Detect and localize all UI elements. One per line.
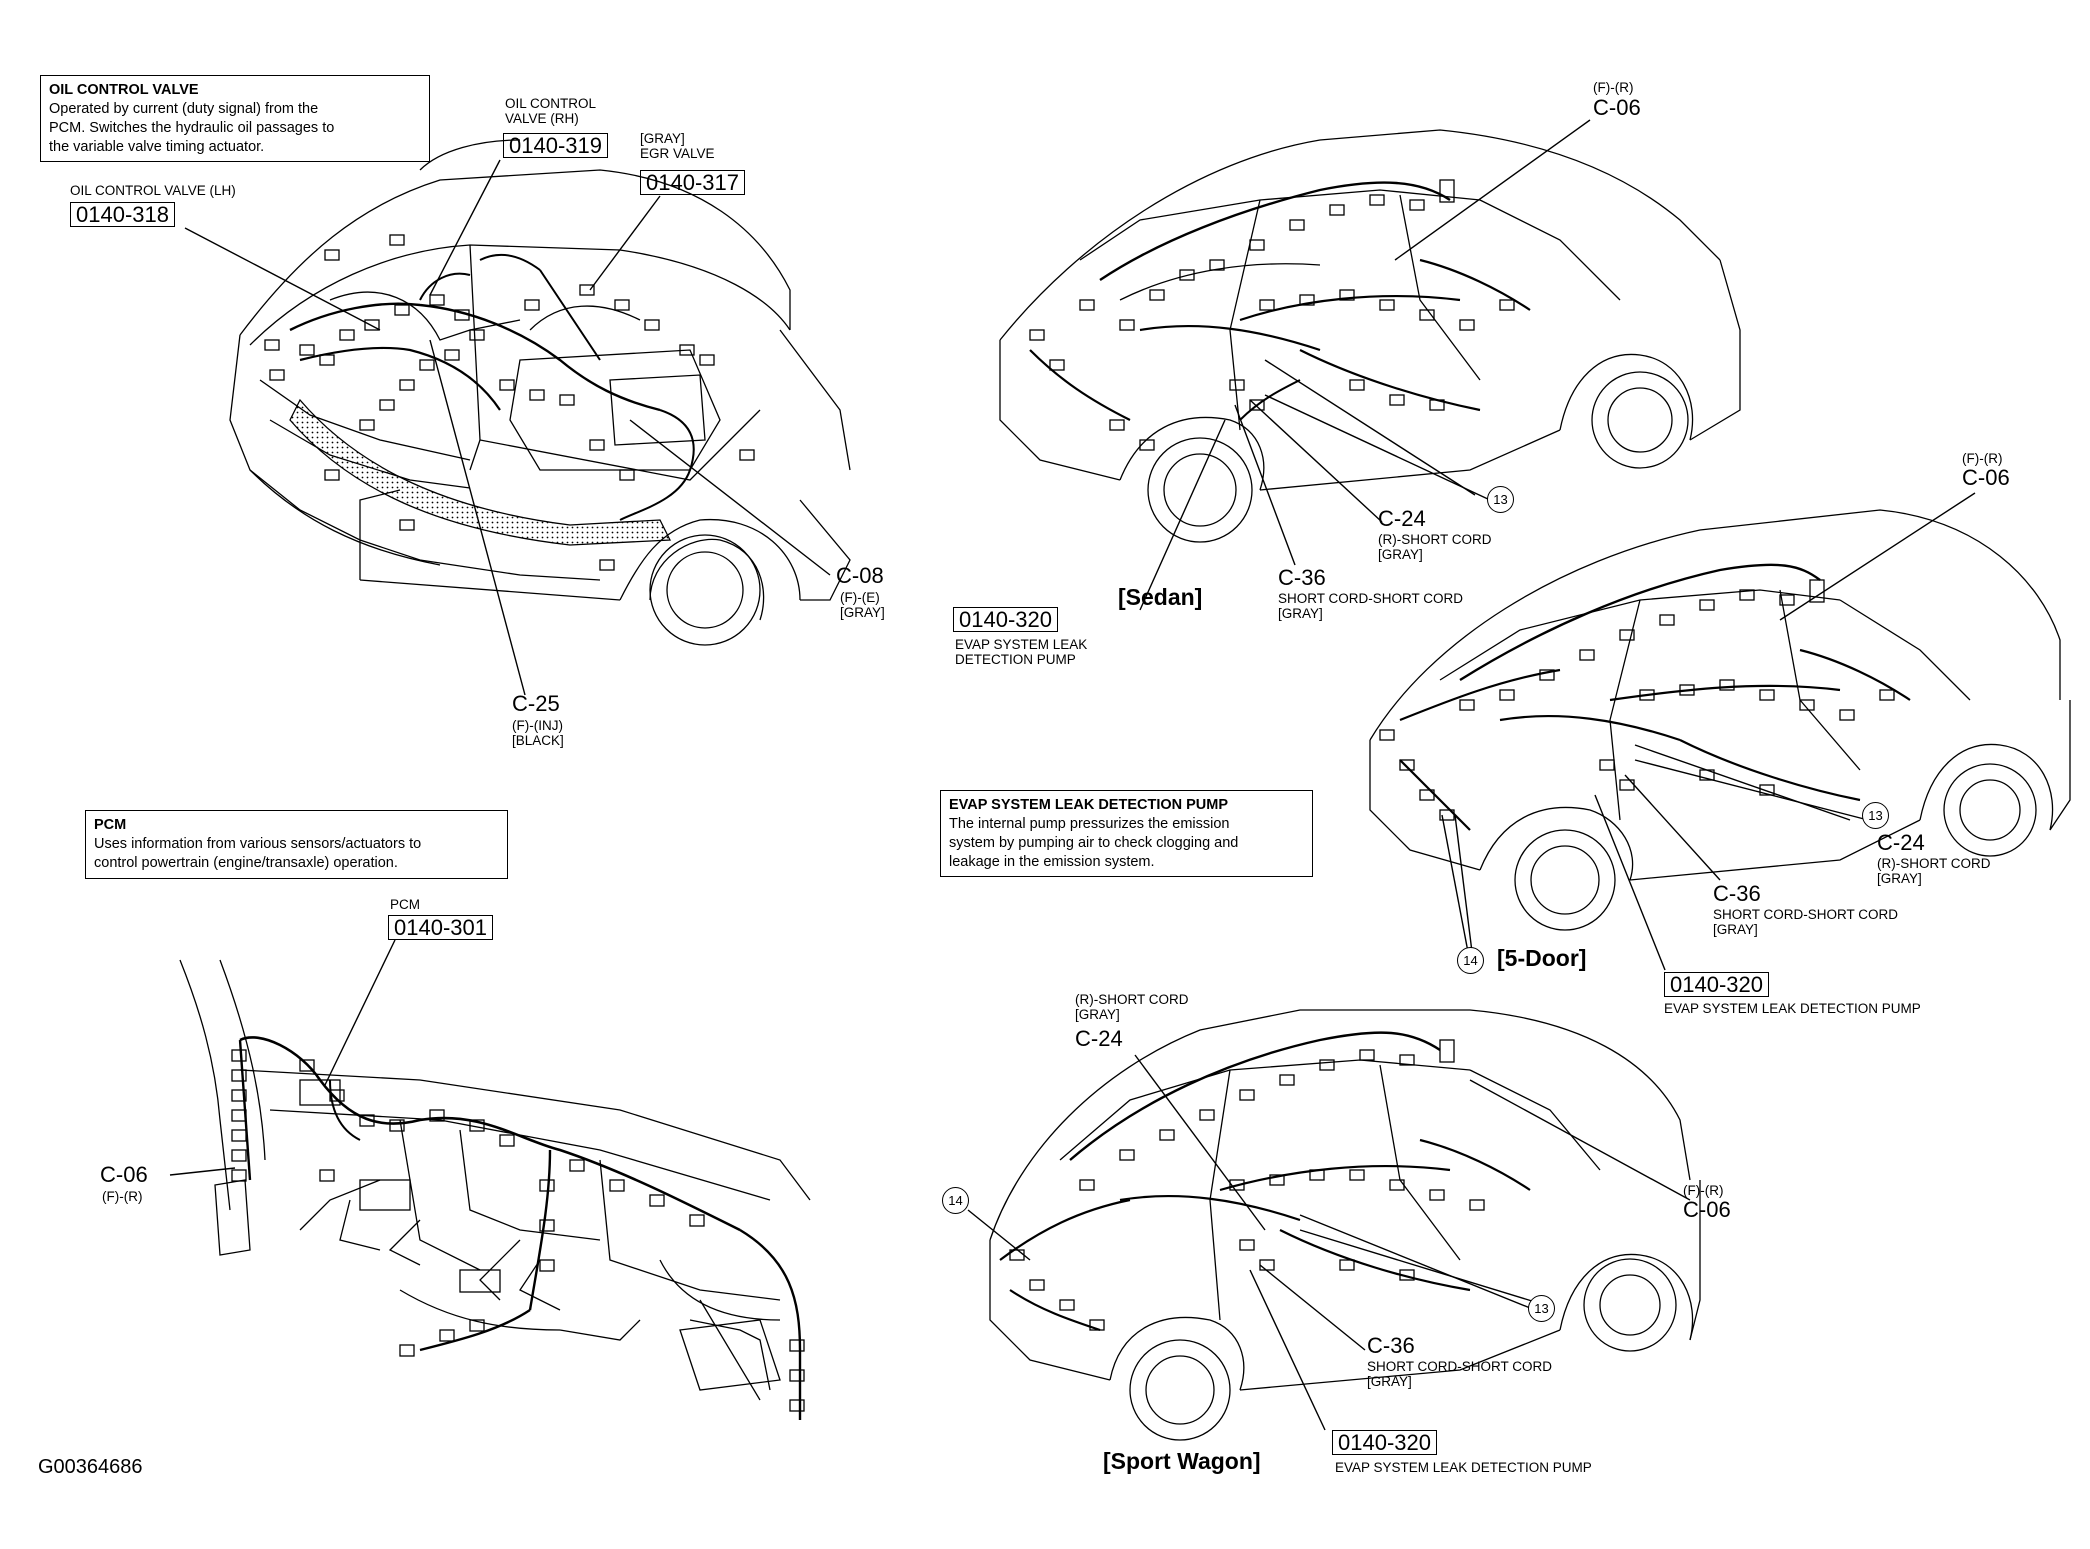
connector-c25-spec-line: [BLACK]: [512, 733, 564, 749]
five-door-label: [5-Door]: [1497, 945, 1587, 971]
connector-c25-id: C-25: [512, 691, 560, 716]
five-door-callout-14: 14: [1457, 947, 1484, 974]
dashboard-drawing: [179, 959, 811, 1420]
leader-lines: [169, 119, 1976, 1431]
dash-connector-c06-id: C-06: [100, 1162, 148, 1187]
dash-connector-c06-spec: (F)-(R): [102, 1189, 143, 1204]
ocv-rh-description-line: OIL CONTROL: [505, 96, 597, 111]
wagon-evap-code: 0140-320: [1332, 1430, 1437, 1456]
connector-c25-spec-line: (F)-(INJ): [512, 718, 563, 733]
oil-control-valve-info-line: PCM. Switches the hydraulic oil passages…: [49, 119, 335, 136]
sedan-evap-description: EVAP SYSTEM LEAK DETECTION PUMP: [955, 637, 1087, 667]
sedan-c36-spec-line: SHORT CORD-SHORT CORD: [1278, 591, 1464, 606]
five-door-c06-id: C-06: [1962, 465, 2010, 490]
ocv-lh-description: OIL CONTROL VALVE (LH): [70, 183, 236, 198]
evap-info-title: EVAP SYSTEM LEAK DETECTION PUMP: [949, 797, 1229, 813]
five-door-c36-spec-line: [GRAY]: [1713, 922, 1758, 938]
wagon-c06-id: C-06: [1683, 1197, 1731, 1222]
wagon-c36-spec-line: SHORT CORD-SHORT CORD: [1367, 1359, 1553, 1374]
connector-c08-spec-line: (F)-(E): [840, 590, 880, 605]
wagon-c36-spec-line: [GRAY]: [1367, 1374, 1412, 1390]
sedan-c36-spec-line: [GRAY]: [1278, 606, 1323, 622]
egr-valve-description: [GRAY] EGR VALVE: [640, 131, 715, 161]
wagon-label: [Sport Wagon]: [1103, 1448, 1261, 1474]
five-door-c36-spec-line: SHORT CORD-SHORT CORD: [1713, 907, 1899, 922]
engine-compartment-drawing: [229, 139, 851, 646]
sedan-c06-id: C-06: [1593, 95, 1641, 120]
pcm-info-box: PCM Uses information from various sensor…: [85, 810, 508, 879]
wagon-c24-spec: (R)-SHORT CORD [GRAY]: [1075, 992, 1189, 1022]
ocv-rh-code: 0140-319: [503, 133, 608, 159]
sedan-c24-spec: (R)-SHORT CORD [GRAY]: [1378, 532, 1492, 562]
pcm-info-title: PCM: [94, 817, 127, 833]
wagon-c24-spec-line: [GRAY]: [1075, 1007, 1120, 1023]
sedan-evap-description-line: DETECTION PUMP: [955, 652, 1076, 668]
five-door-drawing: [1369, 509, 2071, 931]
ocv-rh-description-line: VALVE (RH): [505, 111, 579, 127]
oil-control-valve-info-line: Operated by current (duty signal) from t…: [49, 100, 319, 117]
sedan-evap-code: 0140-320: [953, 607, 1058, 633]
oil-control-valve-info-title: OIL CONTROL VALVE: [49, 82, 199, 98]
five-door-c24-spec-line: (R)-SHORT CORD: [1877, 856, 1991, 871]
sedan-label: [Sedan]: [1118, 584, 1203, 610]
sport-wagon-drawing: [989, 1009, 1701, 1441]
five-door-c36-id: C-36: [1713, 881, 1761, 906]
wagon-c24-id: C-24: [1075, 1026, 1123, 1051]
oil-control-valve-info-line: the variable valve timing actuator.: [49, 138, 265, 155]
ocv-lh-code: 0140-318: [70, 202, 175, 228]
evap-info-line: The internal pump pressurizes the emissi…: [949, 815, 1230, 832]
five-door-c24-id: C-24: [1877, 830, 1925, 855]
egr-valve-description-line: EGR VALVE: [640, 146, 715, 162]
egr-valve-code: 0140-317: [640, 170, 745, 196]
connector-c08-spec-line: [GRAY]: [840, 605, 885, 621]
five-door-evap-description: EVAP SYSTEM LEAK DETECTION PUMP: [1664, 1001, 1921, 1016]
pcm-description: PCM: [390, 897, 420, 912]
five-door-c36-spec: SHORT CORD-SHORT CORD [GRAY]: [1713, 907, 1898, 937]
wagon-callout-14: 14: [942, 1187, 969, 1214]
evap-info-line: system by pumping air to check clogging …: [949, 834, 1239, 851]
ocv-rh-description: OIL CONTROL VALVE (RH): [505, 96, 596, 126]
sedan-c24-spec-line: (R)-SHORT CORD: [1378, 532, 1492, 547]
wagon-c06-spec: (F)-(R): [1683, 1183, 1724, 1198]
five-door-evap-code: 0140-320: [1664, 972, 1769, 998]
connector-c08-id: C-08: [836, 563, 884, 588]
five-door-c06-spec: (F)-(R): [1962, 451, 2003, 466]
wagon-c36-id: C-36: [1367, 1333, 1415, 1358]
connector-c25-spec: (F)-(INJ) [BLACK]: [512, 718, 564, 748]
five-door-callout-13: 13: [1862, 802, 1889, 829]
oil-control-valve-info-box: OIL CONTROL VALVE Operated by current (d…: [40, 75, 430, 163]
sedan-c24-id: C-24: [1378, 506, 1426, 531]
sedan-c06-spec: (F)-(R): [1593, 80, 1634, 95]
wagon-evap-description: EVAP SYSTEM LEAK DETECTION PUMP: [1335, 1460, 1592, 1475]
evap-info-box: EVAP SYSTEM LEAK DETECTION PUMP The inte…: [940, 790, 1313, 878]
five-door-c24-spec: (R)-SHORT CORD [GRAY]: [1877, 856, 1991, 886]
connector-c08-spec: (F)-(E) [GRAY]: [840, 590, 885, 620]
pcm-info-line: Uses information from various sensors/ac…: [94, 835, 422, 852]
five-door-c24-spec-line: [GRAY]: [1877, 871, 1922, 887]
wagon-callout-13: 13: [1528, 1295, 1555, 1322]
sedan-c36-id: C-36: [1278, 565, 1326, 590]
sedan-callout-13: 13: [1487, 486, 1514, 513]
sedan-c36-spec: SHORT CORD-SHORT CORD [GRAY]: [1278, 591, 1463, 621]
wagon-c24-spec-line: (R)-SHORT CORD: [1075, 992, 1189, 1007]
pcm-code: 0140-301: [388, 915, 493, 941]
sedan-c24-spec-line: [GRAY]: [1378, 547, 1423, 563]
sedan-evap-description-line: EVAP SYSTEM LEAK: [955, 637, 1088, 652]
egr-valve-description-line: [GRAY]: [640, 131, 685, 146]
evap-info-line: leakage in the emission system.: [949, 853, 1155, 870]
sedan-drawing: [999, 129, 1741, 543]
pcm-info-line: control powertrain (engine/transaxle) op…: [94, 854, 398, 871]
figure-code: G00364686: [38, 1456, 143, 1478]
wagon-c36-spec: SHORT CORD-SHORT CORD [GRAY]: [1367, 1359, 1552, 1389]
